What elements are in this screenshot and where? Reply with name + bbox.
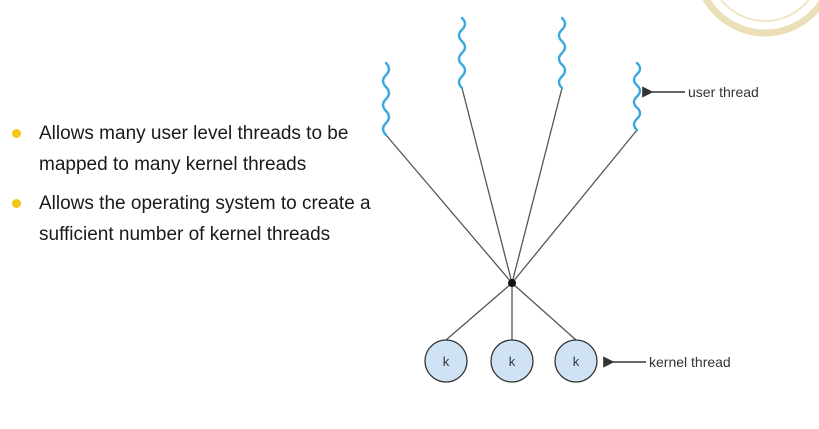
user-to-hub-line — [385, 134, 513, 284]
kernel-thread-label: kernel thread — [649, 354, 731, 370]
user-thread-icon — [457, 16, 467, 90]
mapping-hub — [508, 279, 516, 287]
kernel-thread-letter: k — [573, 354, 580, 369]
user-to-hub-line — [461, 87, 513, 284]
user-thread-icon — [557, 16, 567, 90]
bullet-text: Allows many user level threads to be map… — [39, 123, 349, 175]
kernel-thread-circle — [490, 339, 534, 383]
bullet-list: Allows many user level threads to be map… — [0, 118, 385, 258]
bullet-item: Allows many user level threads to be map… — [0, 118, 385, 180]
kernel-thread-node: k — [424, 339, 468, 383]
bullet-dot-icon — [12, 199, 21, 208]
watermark-seal — [690, 0, 819, 40]
user-thread-icon — [632, 61, 642, 132]
kernel-thread-node: k — [554, 339, 598, 383]
bullet-item: Allows the operating system to create a … — [0, 188, 385, 250]
user-to-hub-line — [511, 87, 563, 284]
kernel-thread-letter: k — [509, 354, 516, 369]
hub-to-kernel-line — [511, 282, 577, 341]
hub-to-kernel-line — [445, 282, 513, 341]
kernel-thread-node: k — [490, 339, 534, 383]
bullet-text: Allows the operating system to create a … — [39, 193, 371, 245]
user-to-hub-line — [511, 129, 638, 284]
user-thread-label: user thread — [688, 84, 759, 100]
bullet-dot-icon — [12, 129, 21, 138]
kernel-thread-letter: k — [443, 354, 450, 369]
kernel-thread-circle — [424, 339, 468, 383]
kernel-thread-circle — [554, 339, 598, 383]
user-thread-icon — [381, 61, 391, 137]
